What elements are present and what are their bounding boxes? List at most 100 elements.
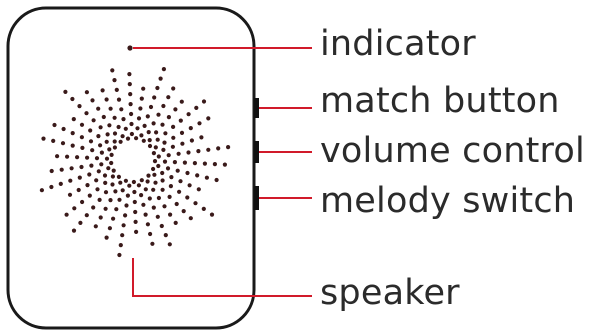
- speaker-hole: [165, 166, 171, 171]
- speaker-hole: [112, 115, 117, 120]
- speaker-hole: [113, 189, 118, 194]
- speaker-hole: [192, 161, 197, 166]
- speaker-hole: [128, 92, 133, 97]
- speaker-hole: [174, 201, 179, 207]
- speaker-hole: [110, 182, 115, 187]
- speaker-hole: [151, 151, 156, 156]
- speaker-grille: [39, 67, 231, 258]
- speaker-hole: [133, 219, 138, 224]
- speaker-hole: [160, 170, 165, 176]
- speaker-hole: [117, 252, 122, 258]
- speaker-hole: [49, 168, 54, 174]
- speaker-hole: [138, 106, 143, 111]
- speaker-hole: [150, 241, 155, 246]
- speaker-hole: [163, 131, 168, 136]
- speaker-hole: [112, 139, 117, 144]
- speaker-hole: [109, 160, 114, 166]
- speaker-hole: [155, 137, 160, 142]
- speaker-label: speaker: [320, 273, 460, 313]
- speaker-hole: [55, 154, 60, 159]
- speaker-hole: [145, 222, 150, 227]
- speaker-hole: [153, 145, 158, 150]
- speaker-hole: [179, 99, 184, 104]
- speaker-hole: [172, 160, 177, 165]
- speaker-hole: [216, 146, 221, 151]
- speaker-hole: [59, 167, 64, 172]
- speaker-hole: [65, 154, 70, 159]
- speaker-hole: [103, 180, 108, 185]
- speaker-hole: [176, 151, 181, 156]
- speaker-hole: [89, 163, 94, 168]
- speaker-hole: [121, 223, 126, 228]
- speaker-hole: [114, 87, 119, 92]
- speaker-hole: [139, 96, 144, 101]
- speaker-hole: [152, 159, 158, 164]
- speaker-hole: [70, 96, 75, 102]
- speaker-hole: [185, 170, 190, 176]
- speaker-hole: [110, 68, 115, 73]
- speaker-hole: [85, 183, 90, 188]
- speaker-hole: [91, 205, 96, 210]
- speaker-hole: [187, 183, 192, 188]
- speaker-hole: [51, 138, 56, 143]
- speaker-hole: [196, 187, 201, 192]
- speaker-hole: [151, 205, 156, 210]
- speaker-hole: [222, 162, 227, 167]
- speaker-hole: [181, 209, 186, 214]
- speaker-hole: [131, 179, 136, 185]
- speaker-hole: [135, 126, 140, 131]
- speaker-hole: [161, 103, 166, 109]
- speaker-hole: [108, 106, 113, 111]
- speaker-hole: [161, 147, 166, 152]
- speaker-hole: [151, 121, 156, 126]
- speaker-hole: [77, 175, 82, 180]
- speaker-hole: [169, 175, 174, 180]
- speaker-hole: [120, 188, 125, 193]
- speaker-hole: [163, 233, 168, 238]
- speaker-hole: [112, 78, 117, 83]
- speaker-hole: [155, 85, 160, 91]
- speaker-hole: [173, 107, 178, 112]
- speaker-hole: [41, 136, 46, 141]
- speaker-hole: [160, 178, 165, 183]
- speaker-hole: [112, 145, 117, 150]
- speaker-hole: [167, 194, 172, 199]
- speaker-hole: [125, 136, 131, 141]
- speaker-hole: [104, 156, 110, 161]
- speaker-hole: [110, 174, 115, 179]
- speaker-hole: [96, 134, 101, 139]
- speaker-hole: [67, 192, 73, 197]
- speaker-hole: [139, 193, 144, 198]
- speaker-hole: [71, 117, 76, 122]
- speaker-hole: [143, 187, 148, 192]
- speaker-hole: [118, 139, 123, 144]
- speaker-hole: [168, 212, 173, 217]
- melody-switch-shape: [254, 186, 259, 210]
- speaker-hole: [79, 135, 84, 140]
- speaker-hole: [121, 117, 126, 122]
- speaker-hole: [156, 154, 161, 159]
- speaker-hole: [152, 172, 157, 177]
- speaker-hole: [84, 90, 89, 95]
- speaker-hole: [49, 184, 54, 190]
- speaker-hole: [152, 95, 157, 100]
- speaker-hole: [166, 153, 171, 158]
- speaker-hole: [85, 155, 90, 160]
- speaker-hole: [186, 112, 191, 117]
- speaker-hole: [94, 156, 100, 161]
- speaker-hole: [116, 174, 121, 179]
- speaker-hole: [125, 193, 130, 198]
- speaker-hole: [69, 166, 74, 171]
- speaker-hole: [173, 220, 178, 225]
- speaker-hole: [156, 112, 161, 117]
- speaker-hole: [60, 141, 66, 146]
- speaker-hole: [188, 126, 193, 131]
- speaker-hole: [119, 107, 124, 112]
- speaker-hole: [136, 116, 142, 121]
- melody-switch-label: melody switch: [320, 181, 576, 221]
- speaker-hole: [93, 224, 98, 229]
- speaker-hole: [90, 148, 95, 153]
- speaker-hole: [72, 206, 77, 211]
- speaker-hole: [136, 183, 141, 188]
- speaker-hole: [103, 190, 109, 195]
